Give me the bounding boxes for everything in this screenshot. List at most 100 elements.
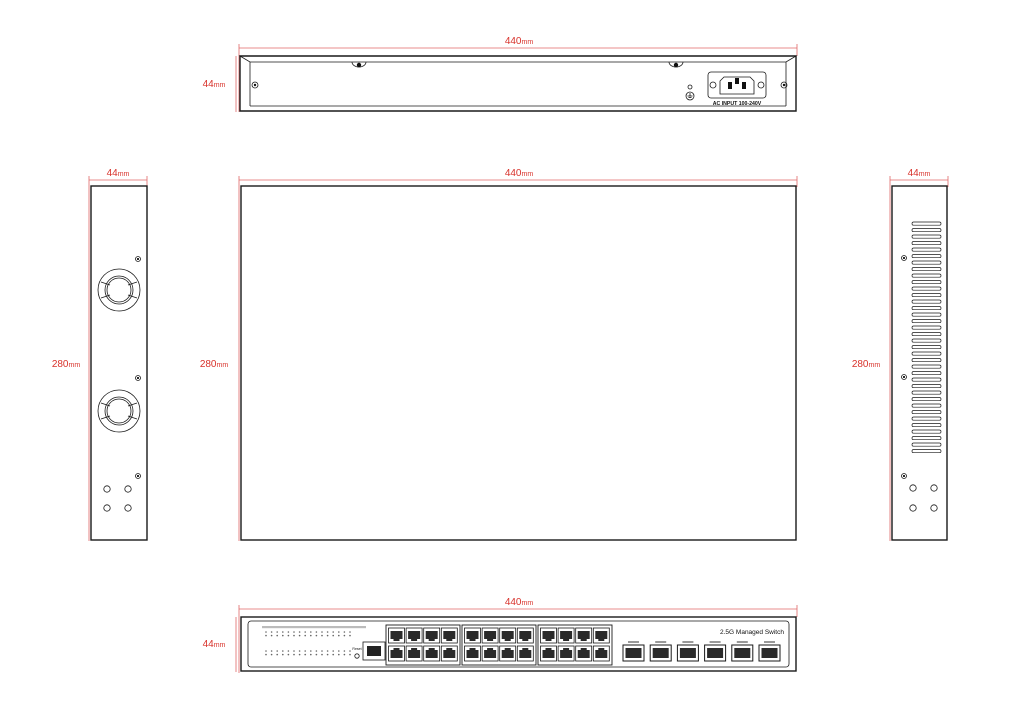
rj45-group-frame xyxy=(537,624,613,666)
vent-slot xyxy=(911,338,942,343)
vent-slot xyxy=(911,241,942,246)
led-legend-strip xyxy=(262,626,366,629)
port-led xyxy=(293,650,295,652)
vent-slot xyxy=(911,410,942,415)
rj45-port[interactable] xyxy=(557,645,575,662)
rj45-port[interactable] xyxy=(592,645,610,662)
rj45-port[interactable] xyxy=(423,627,441,644)
port-led xyxy=(265,653,267,656)
sfp-port[interactable] xyxy=(731,641,754,662)
front-width-label: 440mm xyxy=(505,597,534,608)
left-side-view: 44mm 280mm xyxy=(52,168,148,541)
ac-power-inlet-icon xyxy=(707,71,767,99)
rj45-port[interactable] xyxy=(499,645,517,662)
ground-icon xyxy=(685,84,695,101)
vent-slot xyxy=(911,286,942,291)
port-led xyxy=(349,631,351,633)
vent-slot xyxy=(911,442,942,447)
rear-screw-dot-right xyxy=(782,83,786,87)
vent-slot xyxy=(911,273,942,278)
vent-slot xyxy=(911,397,942,402)
front-panel-inner xyxy=(247,620,790,668)
rj45-port[interactable] xyxy=(557,627,575,644)
rj45-port[interactable] xyxy=(516,627,534,644)
left-side-panel xyxy=(90,185,148,541)
port-led xyxy=(282,653,284,656)
rj45-port[interactable] xyxy=(516,645,534,662)
left-depth-label: 280mm xyxy=(52,359,81,370)
power-input-label: AC INPUT 100-240V xyxy=(713,101,762,107)
vent-slot xyxy=(911,325,942,330)
rj45-port[interactable] xyxy=(575,627,593,644)
sfp-port[interactable] xyxy=(622,641,645,662)
sfp-port[interactable] xyxy=(758,641,781,662)
reset-button[interactable] xyxy=(354,653,360,659)
rj45-port[interactable] xyxy=(481,627,499,644)
rj45-port[interactable] xyxy=(405,627,423,644)
port-led xyxy=(332,634,335,637)
vent-slot xyxy=(911,436,942,441)
port-led xyxy=(321,634,323,637)
vent-slot xyxy=(911,345,942,350)
rj45-port[interactable] xyxy=(440,645,458,662)
vent-slot xyxy=(911,358,942,363)
front-view: 440mm 44mm Reset 2.5G Managed Switch xyxy=(203,597,798,673)
right-width-label: 44mm xyxy=(908,168,931,179)
vent-slot xyxy=(911,319,942,324)
port-led xyxy=(265,650,267,652)
rj45-port[interactable] xyxy=(592,627,610,644)
rj45-port[interactable] xyxy=(405,645,423,662)
left-mount-holes xyxy=(103,485,132,512)
sfp-port[interactable] xyxy=(704,641,727,662)
vent-slot xyxy=(911,449,942,454)
rj45-port[interactable] xyxy=(540,627,557,644)
sfp-port[interactable] xyxy=(649,641,672,662)
vent-slot xyxy=(911,247,942,252)
port-led xyxy=(304,634,307,637)
vent-slot xyxy=(911,332,942,337)
reset-label: Reset xyxy=(352,647,361,651)
port-led xyxy=(338,650,340,652)
sfp-port-array xyxy=(622,641,781,662)
rear-screw-dot-left xyxy=(253,83,257,87)
rj45-port[interactable] xyxy=(575,645,593,662)
port-led xyxy=(287,631,290,633)
port-led xyxy=(270,631,273,633)
rj45-port[interactable] xyxy=(464,627,481,644)
sfp-port[interactable] xyxy=(676,641,699,662)
rear-screw-right xyxy=(668,61,684,68)
rj45-port[interactable] xyxy=(440,627,458,644)
rj45-port[interactable] xyxy=(464,645,481,662)
top-width-label: 440mm xyxy=(505,168,534,179)
rj45-port[interactable] xyxy=(423,645,441,662)
console-port[interactable] xyxy=(362,641,386,661)
led-indicator-area xyxy=(262,626,366,656)
vent-slot xyxy=(911,351,942,356)
vent-slot xyxy=(911,299,942,304)
port-led xyxy=(349,653,351,656)
vent-slot xyxy=(911,260,942,265)
port-led xyxy=(332,650,335,652)
rj45-port[interactable] xyxy=(388,627,405,644)
rj45-port[interactable] xyxy=(388,645,405,662)
port-led xyxy=(293,631,295,633)
port-led xyxy=(310,650,312,652)
vent-slot xyxy=(911,254,942,259)
port-led xyxy=(343,650,346,652)
rj45-port[interactable] xyxy=(540,645,557,662)
port-led xyxy=(338,631,340,633)
vent-slot xyxy=(911,364,942,369)
rj45-port[interactable] xyxy=(481,645,499,662)
port-led xyxy=(310,631,312,633)
port-led xyxy=(298,653,301,656)
port-led xyxy=(265,634,267,637)
port-led xyxy=(276,634,279,637)
port-led xyxy=(270,650,273,652)
rj45-port[interactable] xyxy=(499,627,517,644)
port-led xyxy=(332,631,335,633)
port-led xyxy=(326,631,329,633)
rear-screw-hole-left xyxy=(251,81,259,89)
port-led xyxy=(282,650,284,652)
left-width-label: 44mm xyxy=(107,168,130,179)
port-led xyxy=(310,634,312,637)
